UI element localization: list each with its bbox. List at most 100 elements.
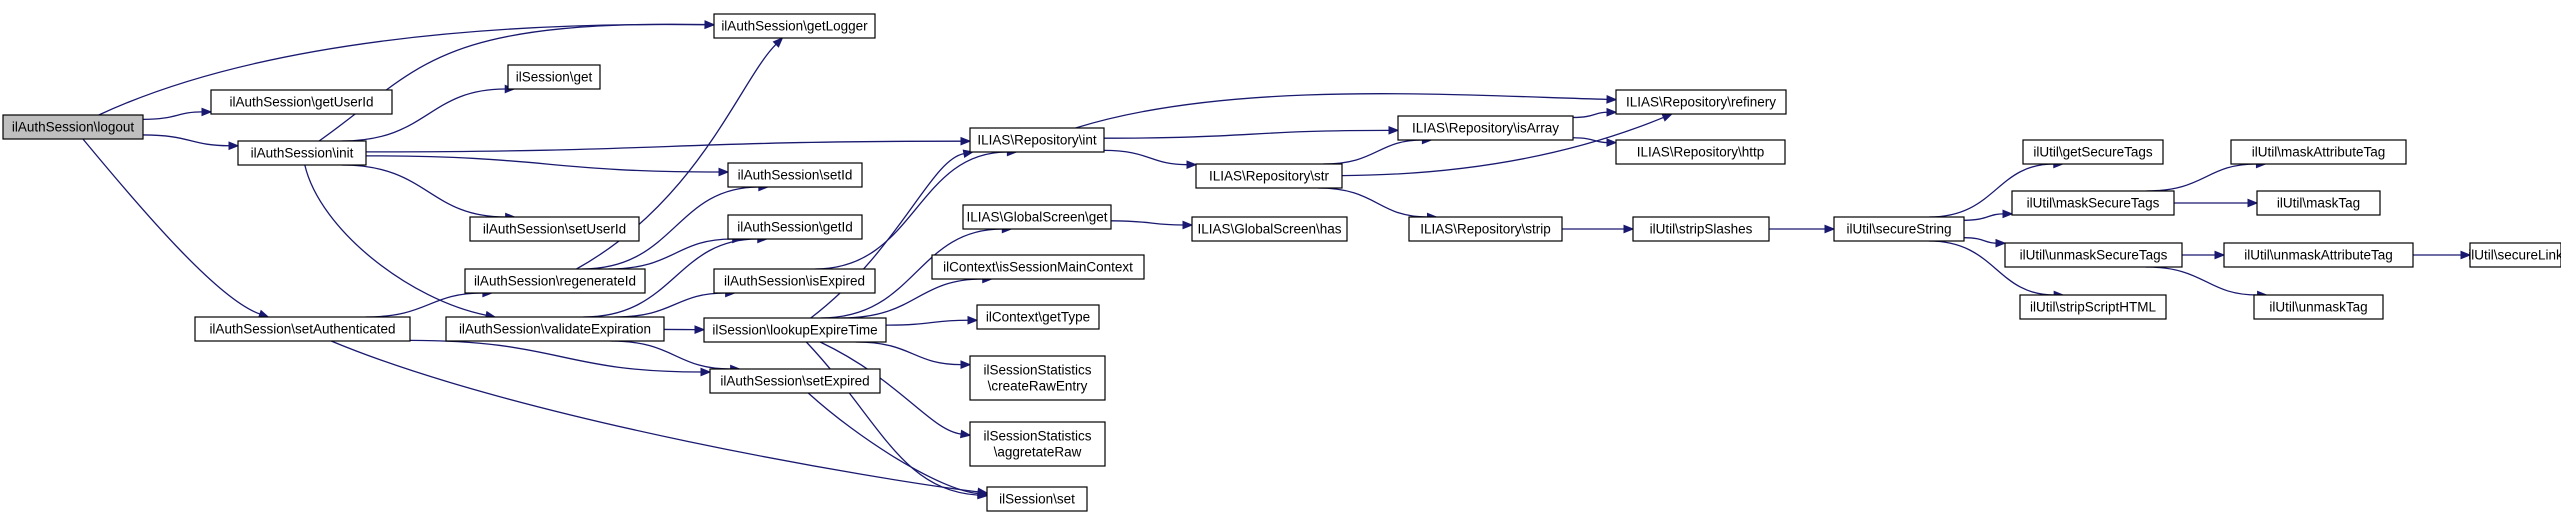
node-unmask-tag[interactable]: ilUtil\unmaskTag (2253, 294, 2384, 320)
edge-strip-slashes-to-secure-string (1768, 224, 1836, 234)
node-get-logger[interactable]: ilAuthSession\getLogger (713, 13, 876, 39)
node-box (464, 268, 646, 294)
node-sess-get[interactable]: ilSession\get (507, 64, 601, 90)
node-logout[interactable]: ilAuthSession\logout (2, 114, 144, 140)
edge-line (142, 134, 230, 147)
edge-line (1572, 111, 1608, 119)
node-box (713, 268, 876, 294)
node-aggretate-raw[interactable]: ilSessionStatistics\aggretateRaw (969, 421, 1106, 467)
node-set-expired[interactable]: ilAuthSession\setExpired (709, 368, 881, 394)
arrowhead (1824, 224, 1836, 234)
node-label: ILIAS\Repository\http (1637, 145, 1765, 160)
node-box (727, 214, 863, 240)
node-label: ILIAS\Repository\int (977, 133, 1097, 148)
edge-secure-string-to-unmask-secure-tags (1963, 237, 2007, 248)
edge-is-array-to-http (1572, 137, 1618, 147)
edge-line (583, 238, 758, 318)
node-set-user-id[interactable]: ilAuthSession\setUserId (469, 216, 640, 242)
node-get-id[interactable]: ilAuthSession\getId (727, 214, 863, 240)
arrowhead (1606, 138, 1618, 147)
node-box (2, 114, 144, 140)
node-sess-set[interactable]: ilSession\set (986, 486, 1088, 512)
arrowhead (1661, 113, 1674, 122)
node-is-array[interactable]: ILIAS\Repository\isArray (1397, 115, 1574, 141)
node-get-user-id[interactable]: ilAuthSession\getUserId (210, 89, 393, 115)
edge-init-to-repo-int (365, 136, 972, 153)
edge-line (2145, 266, 2258, 296)
edge-line (610, 340, 731, 370)
node-set-id[interactable]: ilAuthSession\setId (727, 162, 863, 188)
node-create-raw-entry[interactable]: ilSessionStatistics\createRawEntry (969, 355, 1106, 401)
node-secure-link[interactable]: ilUtil\secureLink (2468, 242, 2561, 268)
node-box (2469, 242, 2561, 268)
edge-line (98, 23, 706, 116)
node-label: ILIAS\Repository\strip (1420, 222, 1551, 237)
edge-line (365, 140, 962, 153)
edge-line (819, 341, 962, 435)
node-secure-string[interactable]: ilUtil\secureString (1833, 216, 1965, 242)
arrowhead (704, 20, 716, 29)
node-box (2004, 242, 2183, 268)
edge-line (304, 164, 487, 316)
node-regenerate-id[interactable]: ilAuthSession\regenerateId (464, 268, 646, 294)
edge-line (1963, 237, 1997, 244)
node-box (709, 368, 881, 394)
edge-logout-to-set-authenticated (82, 138, 270, 318)
node-label: ilAuthSession\regenerateId (474, 274, 636, 289)
edge-set-authenticated-to-set-expired (409, 339, 712, 377)
node-is-session-main-context[interactable]: ilContext\isSessionMainContext (931, 254, 1145, 280)
edge-line (365, 155, 720, 173)
edge-init-to-validate-expiration (304, 164, 497, 320)
node-unmask-secure-tags[interactable]: ilUtil\unmaskSecureTags (2004, 242, 2183, 268)
node-get-secure-tags[interactable]: ilUtil\getSecureTags (2022, 139, 2164, 165)
node-mask-secure-tags[interactable]: ilUtil\maskSecureTags (2011, 190, 2175, 216)
node-label: ilUtil\getSecureTags (2033, 145, 2153, 160)
edge-unmask-secure-tags-to-unmask-tag (2145, 266, 2268, 300)
edge-line (142, 111, 203, 120)
node-set-authenticated[interactable]: ilAuthSession\setAuthenticated (194, 316, 411, 342)
node-label: ilAuthSession\validateExpiration (459, 322, 651, 337)
node-box (1632, 216, 1770, 242)
node-gs-has[interactable]: ILIAS\GlobalScreen\has (1191, 216, 1348, 242)
edge-line (855, 341, 962, 366)
node-box (1408, 216, 1563, 242)
node-repo-strip[interactable]: ILIAS\Repository\strip (1408, 216, 1563, 242)
node-refinery[interactable]: ILIAS\Repository\refinery (1615, 89, 1787, 115)
node-get-type[interactable]: ilContext\getType (976, 304, 1100, 330)
node-validate-expiration[interactable]: ilAuthSession\validateExpiration (445, 316, 665, 342)
node-mask-attribute-tag[interactable]: ilUtil\maskAttributeTag (2230, 139, 2407, 165)
node-label: ilSession\lookupExpireTime (712, 323, 877, 338)
arrowhead (977, 489, 989, 498)
edge-line (1110, 220, 1184, 226)
node-label: ILIAS\GlobalScreen\has (1197, 222, 1341, 237)
node-label: ilAuthSession\getLogger (721, 19, 868, 34)
node-strip-script-html[interactable]: ilUtil\stripScriptHTML (2019, 294, 2167, 320)
node-gs-get[interactable]: ILIAS\GlobalScreen\get (962, 204, 1112, 230)
node-lookup-expire-time[interactable]: ilSession\lookupExpireTime (703, 317, 887, 343)
edge-line (608, 238, 733, 270)
node-unmask-attribute-tag[interactable]: ilUtil\unmaskAttributeTag (2223, 242, 2414, 268)
node-mask-tag[interactable]: ilUtil\maskTag (2256, 190, 2381, 216)
node-box (1833, 216, 1965, 242)
edge-set-authenticated-to-sess-set (330, 340, 989, 497)
edge-repo-int-to-is-array (1103, 126, 1400, 139)
node-box (1615, 139, 1786, 165)
node-label: ilUtil\maskSecureTags (2027, 196, 2160, 211)
node-box (2230, 139, 2407, 165)
node-strip-slashes[interactable]: ilUtil\stripSlashes (1632, 216, 1770, 242)
node-label: ilUtil\maskTag (2277, 196, 2360, 211)
edge-init-to-set-id (365, 155, 730, 177)
node-repo-int[interactable]: ILIAS\Repository\int (969, 127, 1105, 153)
node-init[interactable]: ilAuthSession\init (237, 140, 367, 166)
edge-line (341, 88, 506, 142)
edge-line (1075, 93, 1608, 129)
edge-lookup-expire-time-to-get-type (885, 315, 979, 326)
arrowhead (1606, 107, 1618, 117)
node-http[interactable]: ILIAS\Repository\http (1615, 139, 1786, 165)
node-is-expired[interactable]: ilAuthSession\isExpired (713, 268, 876, 294)
edge-mask-secure-tags-to-mask-tag (2174, 198, 2259, 208)
edge-unmask-secure-tags-to-unmask-attribute-tag (2182, 250, 2226, 260)
node-repo-str[interactable]: ILIAS\Repository\str (1195, 163, 1343, 189)
node-label: ilUtil\stripSlashes (1650, 222, 1753, 237)
